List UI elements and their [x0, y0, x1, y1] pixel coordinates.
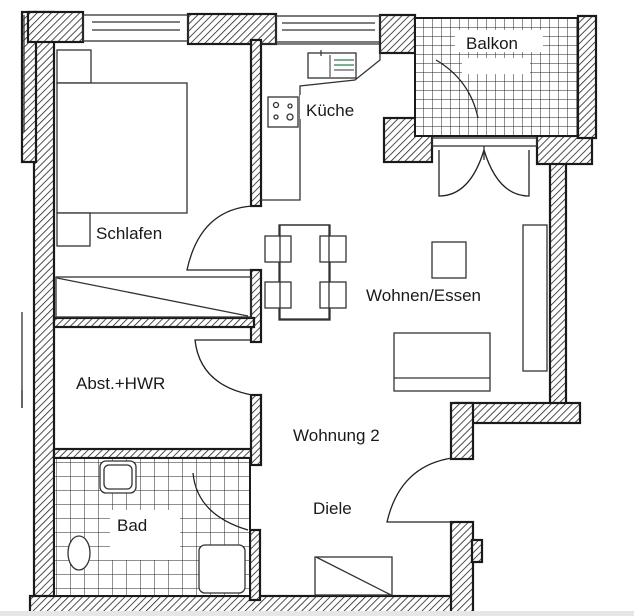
side-table	[431, 241, 467, 279]
toilet-icon	[67, 535, 91, 571]
label-balkon: Balkon	[466, 34, 518, 53]
label-title: Wohnung 2	[293, 426, 380, 445]
shelf	[522, 224, 548, 372]
sofa	[393, 332, 491, 392]
bed	[56, 82, 188, 214]
room-labels: Küche Schlafen Balkon Wohnen/Essen Abst.…	[76, 34, 518, 535]
stove-icon	[267, 96, 299, 128]
label-abst: Abst.+HWR	[76, 374, 165, 393]
door-abst	[194, 339, 253, 396]
nightstand-top	[56, 49, 92, 84]
bedroom-furniture	[55, 49, 253, 318]
hall	[314, 457, 453, 596]
living-furniture	[264, 224, 548, 392]
label-diele: Diele	[313, 499, 352, 518]
label-schlafen: Schlafen	[96, 224, 162, 243]
label-kueche: Küche	[306, 101, 354, 120]
entrance-door	[386, 457, 453, 523]
windows	[21, 14, 381, 408]
bottom-edge	[0, 611, 634, 616]
balcony	[414, 17, 579, 197]
wardrobe-hall	[314, 556, 393, 596]
nightstand-bottom	[56, 212, 91, 247]
kitchen	[261, 43, 381, 201]
label-bad: Bad	[117, 516, 147, 535]
interior-walls	[52, 38, 263, 602]
shower-icon	[198, 544, 246, 594]
bathroom	[53, 457, 251, 597]
label-wohnen: Wohnen/Essen	[366, 286, 481, 305]
